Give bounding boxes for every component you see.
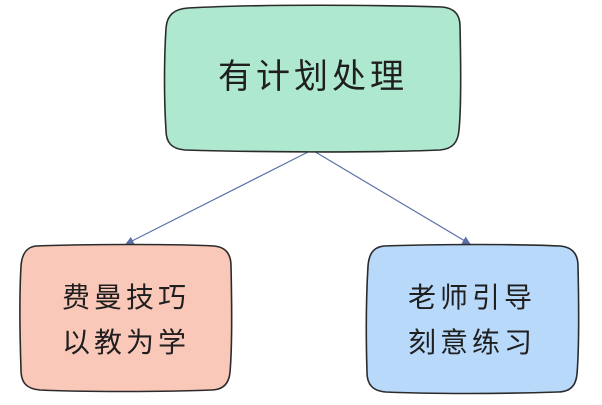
left-child-box (19, 243, 233, 393)
left-child-node: 费曼技巧 以教为学 (19, 243, 233, 393)
root-node-label: 有计划处理 (218, 57, 408, 97)
right-child-box (365, 243, 580, 395)
left-child-line-2: 以教为学 (62, 326, 190, 359)
root-node: 有计划处理 (163, 4, 462, 153)
connector-root-to-right (311, 149, 471, 245)
root-node-box (163, 4, 462, 153)
left-child-line-1: 费曼技巧 (62, 281, 190, 314)
connector-root-to-left (125, 149, 313, 245)
right-child-node: 老师引导 刻意练习 (365, 243, 580, 395)
right-child-line-1: 老师引导 (408, 281, 536, 314)
right-child-line-2: 刻意练习 (408, 326, 536, 359)
